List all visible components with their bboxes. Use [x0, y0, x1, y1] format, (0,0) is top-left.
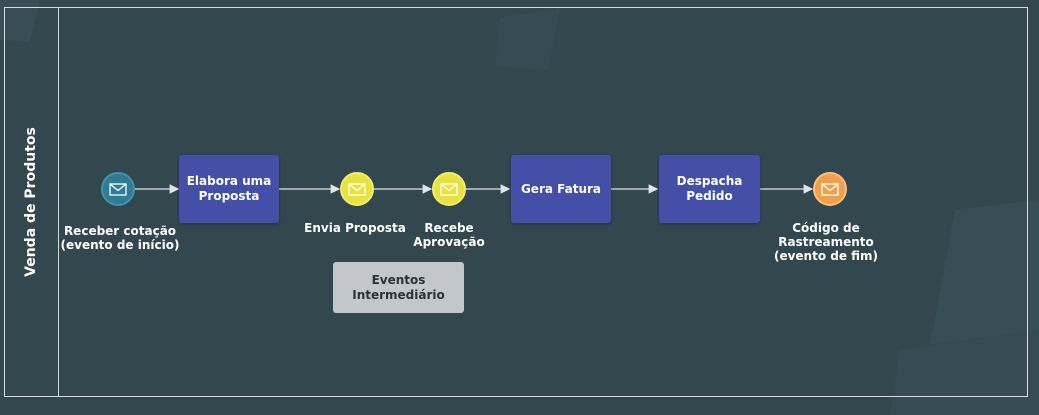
envelope-icon [109, 182, 127, 196]
task-dispatch[interactable]: Despacha Pedido [659, 155, 760, 223]
send-proposal-label: Envia Proposta [304, 221, 406, 235]
intermediate-event-send-proposal[interactable] [340, 172, 374, 206]
end-event-label: Código de Rastreamento (evento de fim) [773, 221, 879, 263]
legend-label: Eventos Intermediário [352, 272, 445, 302]
legend-intermediate-events[interactable]: Eventos Intermediário [333, 262, 464, 313]
task-dispatch-label: Despacha Pedido [676, 174, 743, 203]
intermediate-event-receive-approval[interactable] [432, 172, 466, 206]
lane-divider [58, 7, 59, 397]
end-event[interactable] [813, 172, 847, 206]
pool [4, 7, 1028, 397]
envelope-icon [348, 182, 366, 196]
task-proposal[interactable]: Elabora uma Proposta [179, 155, 279, 223]
start-event-label: Receber cotação (evento de início) [60, 224, 180, 252]
task-invoice[interactable]: Gera Fatura [511, 155, 611, 223]
task-invoice-label: Gera Fatura [520, 181, 602, 196]
receive-approval-label: Recebe Aprovação [413, 221, 485, 249]
start-event[interactable] [101, 172, 135, 206]
envelope-icon [440, 182, 458, 196]
task-proposal-label: Elabora uma Proposta [186, 174, 272, 203]
envelope-icon [821, 182, 839, 196]
